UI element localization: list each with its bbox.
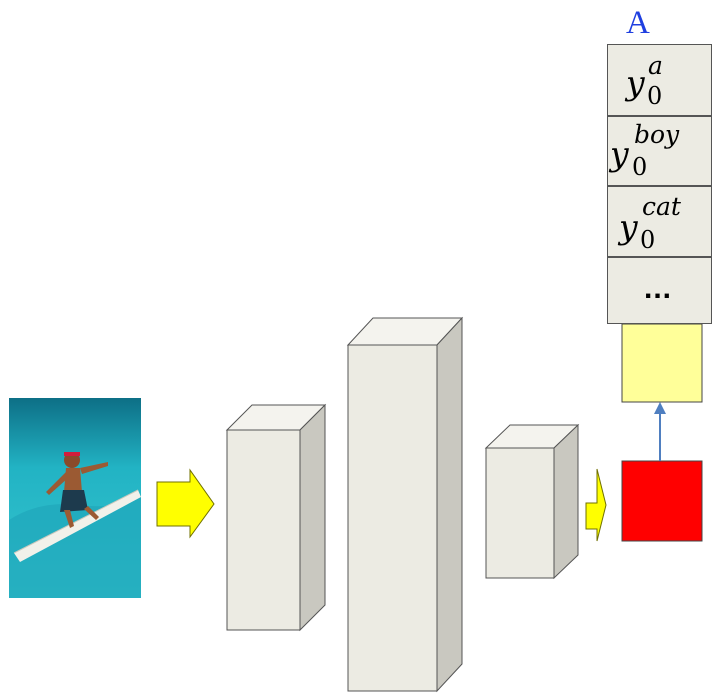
vocab-cell-cat: y cat 0	[607, 186, 712, 257]
conv-layer-2	[346, 316, 464, 693]
conv-layer-3	[484, 423, 580, 580]
vocab-cell-ellipsis: ...	[607, 257, 712, 324]
vocab-cell-boy: y boy 0	[607, 116, 712, 186]
up-arrow-icon	[654, 402, 666, 461]
output-box	[621, 460, 703, 542]
right-arrow-icon	[585, 468, 607, 542]
right-arrow-icon	[156, 468, 215, 539]
hidden-box	[621, 323, 703, 403]
input-photo	[9, 398, 141, 598]
conv-layer-1	[225, 403, 327, 632]
vocab-cell-a: y a 0	[607, 44, 712, 116]
column-label: A	[626, 5, 650, 41]
